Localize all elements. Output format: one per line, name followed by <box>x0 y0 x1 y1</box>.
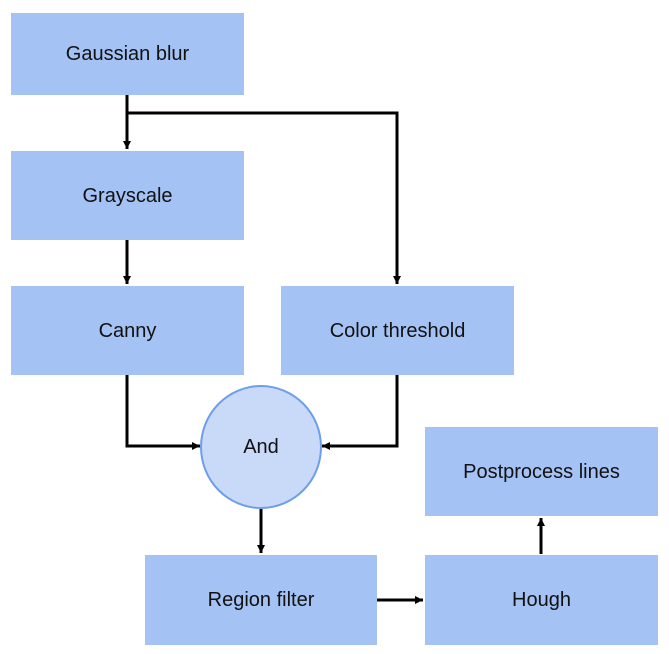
node-hough: Hough <box>425 555 658 645</box>
node-and: And <box>200 385 322 509</box>
node-grayscale: Grayscale <box>11 151 244 240</box>
edge-canny-to-and <box>125 375 200 450</box>
node-color-threshold: Color threshold <box>281 286 514 375</box>
edge-colorthreshold-to-and <box>322 375 399 450</box>
node-region-filter: Region filter <box>145 555 377 645</box>
node-postprocess-lines: Postprocess lines <box>425 427 658 516</box>
node-gaussian-blur: Gaussian blur <box>11 13 244 95</box>
edge-gaussian-to-colorthreshold <box>127 111 401 284</box>
node-canny: Canny <box>11 286 244 375</box>
